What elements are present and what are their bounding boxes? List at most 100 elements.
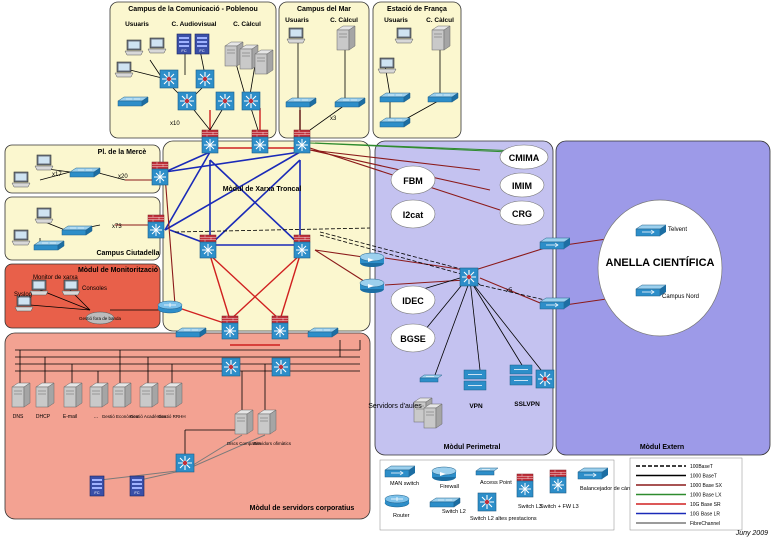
title-campus-comunicacio: Campus de la Comunicació - Poblenou	[128, 6, 258, 13]
pc-icon	[34, 154, 54, 171]
cloud-i2cat-label: I2cat	[403, 210, 424, 220]
legend-balancejador: Balancejador de càrrega	[580, 486, 641, 492]
label-calcul: C. Càlcul	[426, 17, 454, 24]
switch-l3-icon	[221, 357, 241, 377]
server-icon	[431, 25, 451, 51]
label-usuaris: Usuaris	[125, 21, 149, 28]
cloud-fbm: FBM	[390, 165, 436, 195]
pc-icon	[11, 171, 31, 188]
links	[15, 40, 656, 481]
server-icon	[139, 382, 159, 408]
cloud-idec: IDEC	[390, 285, 436, 315]
title-monitoritzacio: Mòdul de Monitorització	[78, 267, 158, 274]
switch-fw-l3-icon	[151, 161, 169, 186]
fc-storage-icon	[129, 475, 145, 497]
cloud-anella: ANELLA CIENTÍFICA Telvent Campus Nord	[597, 199, 723, 337]
switch-l2-icon	[175, 327, 207, 338]
legend-line-label: 1000 Base LX	[690, 493, 722, 499]
label-syslog: Syslog	[14, 292, 32, 298]
pc-icon	[14, 295, 34, 312]
legend-firewall: Firewall	[440, 484, 459, 490]
server-icon	[63, 382, 83, 408]
switch-l2-icon	[307, 327, 339, 338]
legend-line-label: 100BaseT	[690, 464, 713, 470]
pc-icon	[11, 229, 31, 246]
cloud-i2cat: I2cat	[390, 199, 436, 229]
cloud-bgse-label: BGSE	[400, 334, 426, 344]
title-campus-ciutadella: Campus Ciutadella	[96, 250, 159, 257]
title-campus-mar: Campus del Mar	[297, 6, 351, 13]
firewall-icon	[431, 466, 457, 482]
switch-l3-icon	[535, 369, 555, 389]
cloud-bgse: BGSE	[390, 323, 436, 353]
pc-icon	[29, 279, 49, 296]
fc-storage-icon	[176, 33, 192, 55]
switch-l2-icon	[117, 96, 149, 107]
switch-l2-altes-icon	[459, 267, 479, 287]
switch-fw-l3-icon	[201, 129, 219, 154]
switch-l2-icon	[33, 240, 65, 251]
title-servidors: Mòdul de servidors corporatius	[250, 505, 355, 512]
legend: MAN switch Router Firewall Switch L2 Acc…	[379, 457, 743, 531]
legend-icons-box	[379, 459, 615, 531]
column-labels: Usuaris C. Audiovisual C. Càlcul Usuaris…	[125, 17, 454, 28]
pc-icon	[286, 27, 306, 44]
man-switch-icon	[384, 465, 416, 478]
label-calcul: C. Càlcul	[330, 17, 358, 24]
switch-l2-icon	[379, 92, 411, 103]
label-calcul: C. Càlcul	[233, 21, 261, 28]
switch-l3-icon	[159, 69, 179, 89]
legend-switch-l3: Switch L3	[518, 504, 542, 510]
label-monitor-xarxa: Monitor de xarxa	[33, 275, 78, 281]
zone-servidors	[4, 332, 371, 520]
title-pl-merce: Pl. de la Mercè	[98, 149, 147, 156]
legend-switch-l2-altes: Switch L2 altes prestacions	[470, 516, 537, 522]
man-switch-icon	[539, 237, 571, 250]
switch-l3-icon	[516, 473, 534, 498]
pc-icon	[114, 61, 134, 78]
server-icon	[423, 403, 443, 429]
legend-switch-l2: Switch L2	[442, 509, 466, 515]
label-sslvpn: SSLVPN	[514, 401, 540, 408]
label-more: ...	[94, 414, 98, 420]
load-balancer-icon	[577, 467, 609, 480]
switch-l2-icon	[379, 117, 411, 128]
label-discs-compartits: Discs Compartits	[227, 441, 262, 446]
fc-storage-icon	[194, 33, 210, 55]
label-gestio-fora-banda: Gestió fora de banda	[79, 316, 122, 321]
switch-fw-l3-icon	[199, 234, 217, 259]
firewall-icon	[359, 278, 385, 294]
link-label: x17	[52, 172, 62, 178]
switch-l2-icon	[334, 97, 366, 108]
fc-storage-icon	[89, 475, 105, 497]
switch-fw-l3-icon	[147, 214, 165, 239]
perimetral-labels: Servidors d'aules VPN SSLVPN	[368, 401, 540, 410]
legend-line-label: 1000 BaseT	[690, 474, 717, 480]
legend-line-label: 1000 Base SX	[690, 483, 723, 489]
label-servidors-aules: Servidors d'aules	[368, 403, 422, 410]
label-dns: DNS	[13, 414, 24, 420]
switch-l2-icon	[61, 225, 93, 236]
switch-fw-l3-icon	[271, 315, 289, 340]
link-labels: x20 x17 x73 x5 x3 x10	[52, 116, 513, 294]
man-switch-icon	[539, 297, 571, 310]
pc-icon	[34, 207, 54, 224]
pc-icon	[394, 27, 414, 44]
cloud-imim-label: IMIM	[512, 181, 532, 191]
label-servidors-ofimatics: Servidors ofimàtics	[253, 441, 292, 446]
link-label: x3	[330, 116, 337, 122]
server-icon	[163, 382, 183, 408]
cloud-cmima-label: CMIMA	[509, 153, 540, 163]
link-label: x5	[506, 288, 513, 294]
switch-l2-icon	[429, 497, 461, 508]
label-consoles: Consoles	[82, 286, 107, 292]
switch-fw-l3-icon	[293, 129, 311, 154]
legend-line-label: 10G Base SR	[690, 502, 721, 508]
footer-date: Juny 2009	[735, 530, 768, 537]
legend-line-label: 10G Base LR	[690, 512, 720, 518]
label-gestio-academica: Gestió Acadèmica	[130, 414, 167, 419]
cloud-fbm-label: FBM	[403, 176, 423, 186]
cloud-cmima: CMIMA	[499, 144, 549, 170]
switch-l2-icon	[69, 167, 101, 178]
switch-l2-altes-icon	[477, 492, 497, 512]
